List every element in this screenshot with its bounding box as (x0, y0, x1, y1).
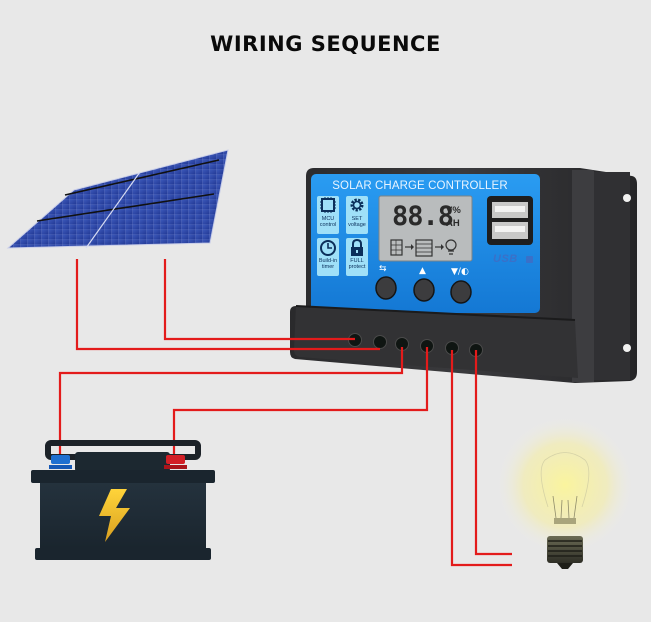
battery (31, 440, 215, 560)
clock-icon (317, 238, 339, 258)
usb-port[interactable] (487, 196, 533, 245)
wire-solar-negative (75, 259, 380, 351)
usb-plug-icon (526, 256, 533, 263)
triangle-down-icon: ▼/◐ (451, 267, 469, 277)
feature-mcu-control: MCU control (317, 196, 339, 234)
bulb-base (547, 536, 583, 563)
lcd-readout: 88.8 (392, 201, 454, 232)
wire-solar-positive (163, 259, 355, 341)
panel-divider (36, 193, 215, 222)
battery-negative-terminal (51, 455, 70, 464)
feature-build-in-timer: Build-in timer (317, 238, 339, 276)
wires (58, 259, 512, 567)
up-button[interactable] (413, 278, 435, 302)
wire-load-negative (474, 350, 512, 556)
lcd-flow-icons (390, 239, 457, 257)
panel-divider (85, 171, 141, 249)
terminal-solar-negative (373, 335, 387, 349)
mount-hole (623, 344, 631, 352)
lcd-unit-bottom: AH (446, 218, 460, 229)
wire-battery-negative (172, 347, 429, 455)
menu-button[interactable] (375, 276, 397, 300)
terminal-block (294, 305, 578, 378)
solar-panel (6, 149, 229, 249)
feature-full-protect: FULL protect (346, 238, 368, 276)
chip-icon (317, 196, 339, 216)
feature-set-voltage: SET voltage (346, 196, 368, 234)
bulb-icon (445, 239, 457, 251)
wire-battery-positive (58, 347, 404, 455)
menu-icon: ⇆ (379, 264, 387, 274)
page-title: WIRING SEQUENCE (210, 32, 441, 56)
usb-label: USB (493, 253, 518, 265)
triangle-up-icon: ▲ (419, 266, 426, 276)
lcd-unit-top: V% (446, 205, 461, 216)
mount-hole (623, 194, 631, 202)
light-bulb (495, 415, 635, 569)
solar-panel-icon (390, 239, 403, 256)
battery-positive-terminal (166, 455, 185, 464)
gear-icon (346, 196, 368, 216)
down-button[interactable] (450, 280, 472, 304)
lightning-bolt-icon (99, 489, 130, 542)
controller-buttons (375, 276, 472, 304)
wire-load-positive (450, 350, 512, 567)
controller-title: SOLAR CHARGE CONTROLLER (332, 180, 508, 192)
panel-divider (64, 159, 220, 196)
lock-icon (346, 238, 368, 258)
